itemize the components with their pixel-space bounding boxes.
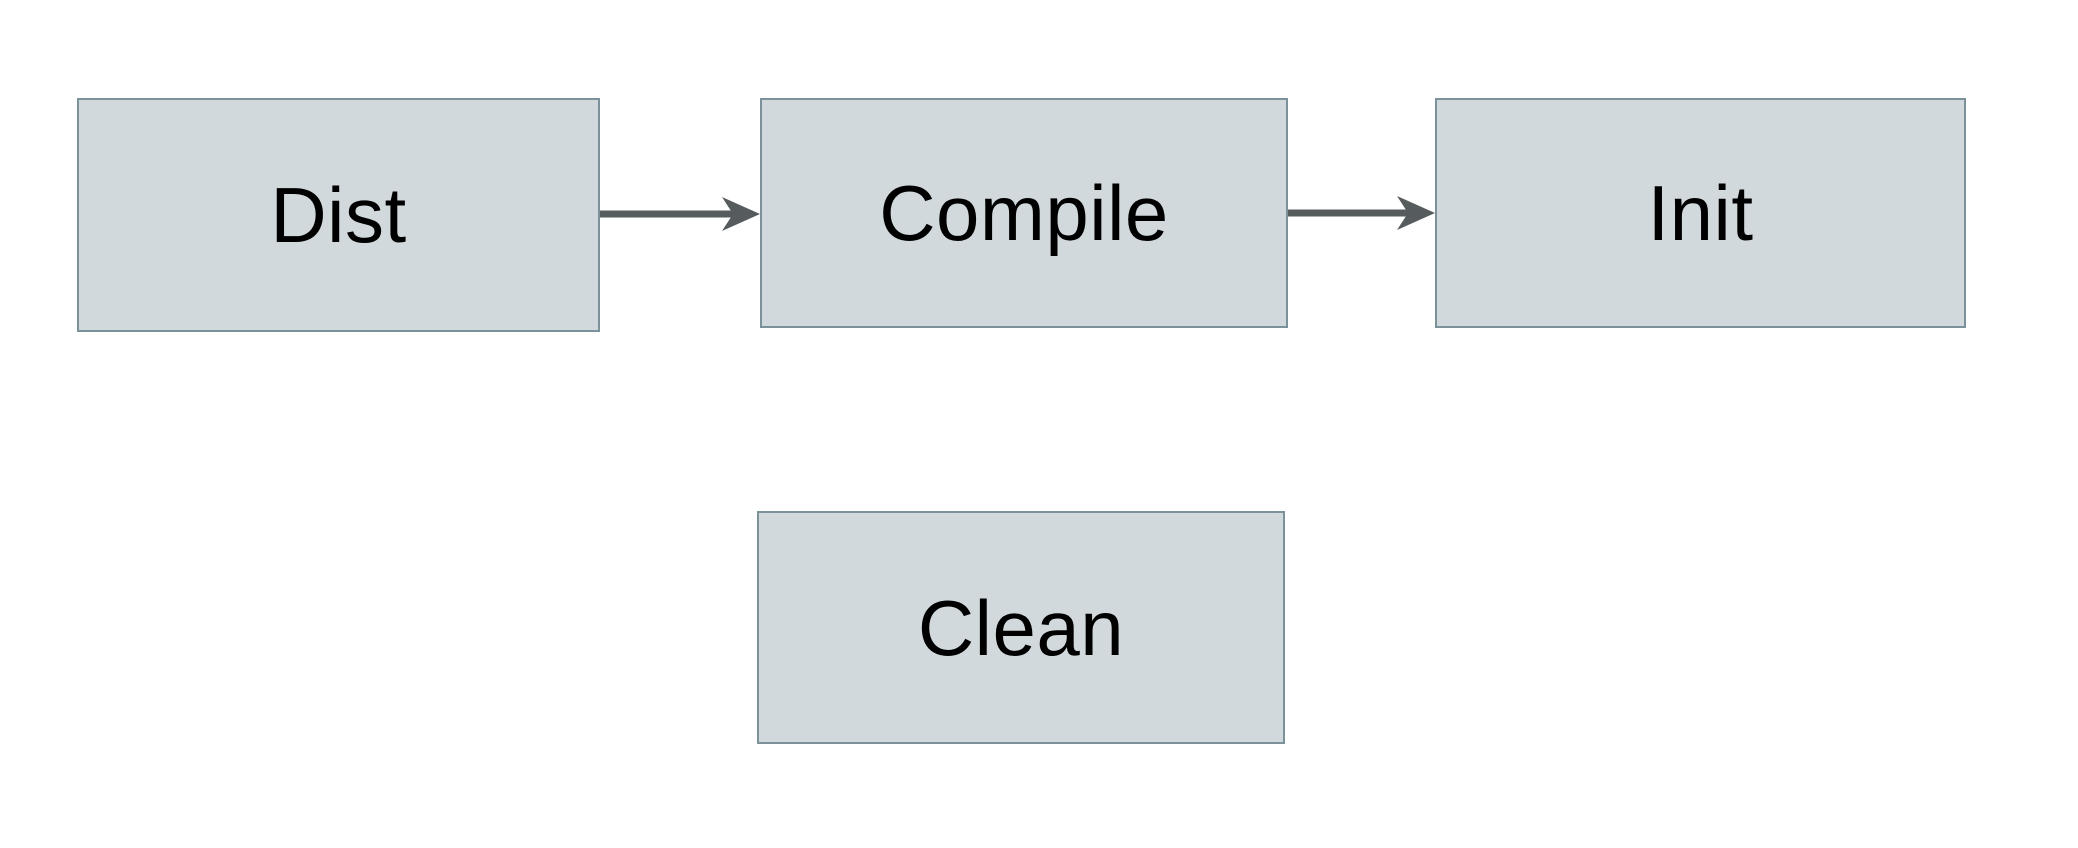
node-compile-label: Compile [879,169,1169,257]
node-init-label: Init [1647,169,1754,257]
node-clean-label: Clean [917,583,1125,672]
arrowhead-dist-compile [722,197,760,231]
node-dist: Dist [77,98,600,332]
node-dist-label: Dist [270,171,407,259]
node-init: Init [1435,98,1966,328]
node-compile: Compile [760,98,1288,328]
node-clean: Clean [757,511,1285,744]
arrowhead-compile-init [1397,196,1435,230]
